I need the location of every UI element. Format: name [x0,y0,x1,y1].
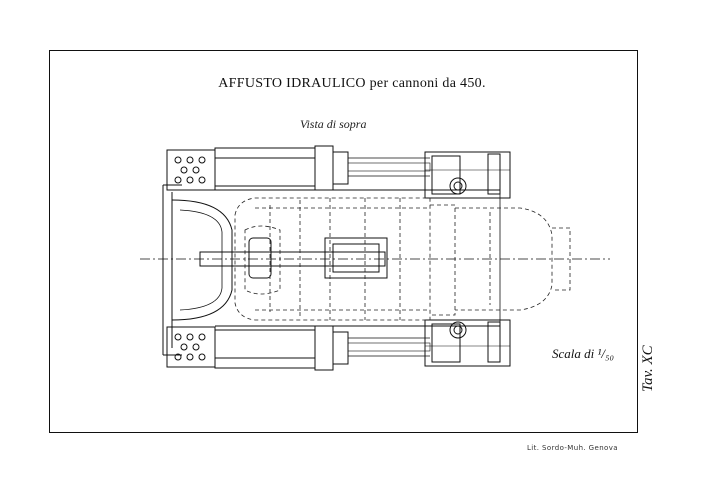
rear-bracket [171,199,233,321]
scale-label: Scala di ¹/₅₀ [552,346,615,361]
rear-frame [162,184,182,356]
plate-number: Tav. XC [640,345,656,392]
breech-rod [199,251,386,267]
top-rail [214,147,316,187]
plate-title: AFFUSTO IDRAULICO per cannoni da 450. [218,76,486,91]
view-label: Vista di sopra [300,117,367,131]
bottom-cylinder-block [424,319,511,367]
top-cylinder-block [424,151,511,199]
trunnion-block [324,237,388,279]
printer-credit: Lit. Sordo-Muh. Genova [527,444,618,452]
gun-body-hidden [234,197,571,321]
plate-border [49,50,638,433]
bottom-bolts [174,333,206,361]
top-bolt-plate [166,149,216,191]
top-bolts [174,156,206,184]
bottom-bolt-plate [166,326,216,368]
bottom-rail [214,329,316,369]
